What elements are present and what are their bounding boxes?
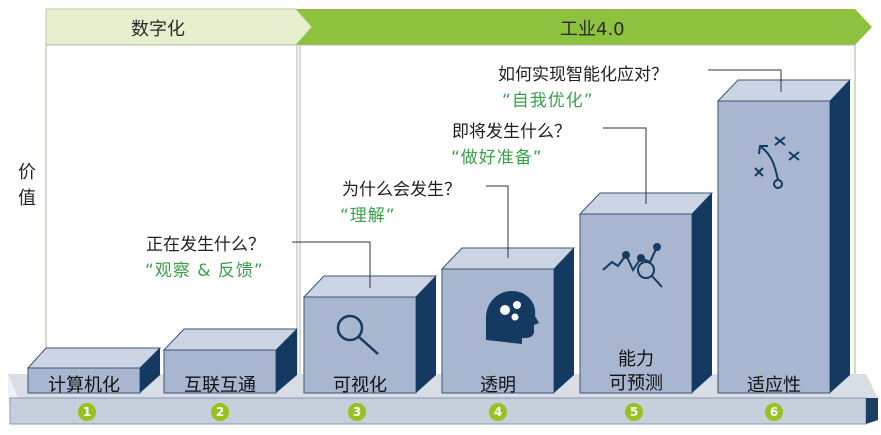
stage-2-label: 互联互通 [184, 375, 256, 396]
answer-3: “观察 & 反馈” [145, 261, 264, 281]
callout-line-5 [603, 127, 647, 204]
stage-2-badge: 2 [211, 403, 229, 421]
question-5: 即将发生什么？ [452, 122, 571, 142]
stage-1-label: 计算机化 [48, 375, 120, 396]
callout-line-3 [292, 241, 371, 288]
value-axis-char-1: 价 [18, 162, 36, 183]
magnifier-icon [336, 314, 379, 355]
stage-5-label-line1: 能力 [618, 349, 654, 370]
block-connectivity [162, 328, 299, 394]
question-3: 正在发生什么？ [146, 235, 265, 255]
value-axis-char-2: 值 [18, 188, 36, 209]
analytics-icon [602, 243, 663, 288]
block-computerization [26, 347, 162, 394]
stage-1-badge: 1 [78, 403, 96, 421]
stage-5-badge: 5 [625, 403, 643, 421]
callout-line-4 [486, 185, 509, 258]
callout-line-6 [708, 69, 782, 92]
stage-6-label: 适应性 [747, 375, 801, 396]
stage-5-label-line2: 可预测 [609, 373, 663, 394]
stage-3-label: 可视化 [333, 375, 387, 396]
answer-6: “自我优化” [502, 91, 594, 111]
question-6: 如何实现智能化应对？ [498, 65, 668, 85]
stage-6-badge: 6 [765, 403, 783, 421]
head-gears-icon [486, 291, 539, 344]
block-visibility [302, 275, 438, 394]
answer-5: “做好准备” [451, 148, 543, 168]
answer-4: “理解” [340, 206, 396, 226]
stage-4-badge: 4 [489, 403, 507, 421]
digitalization-label: 数字化 [131, 19, 185, 40]
industry-4-label: 工业4.0 [560, 19, 625, 40]
question-4: 为什么会发生？ [342, 180, 461, 200]
strategy-icon [754, 136, 800, 189]
stage-4-label: 透明 [480, 375, 516, 396]
block-adaptability [716, 79, 852, 394]
block-predictive [578, 192, 714, 394]
stage-3-badge: 3 [348, 403, 366, 421]
industry-banner [296, 9, 872, 45]
block-transparency [440, 247, 576, 394]
